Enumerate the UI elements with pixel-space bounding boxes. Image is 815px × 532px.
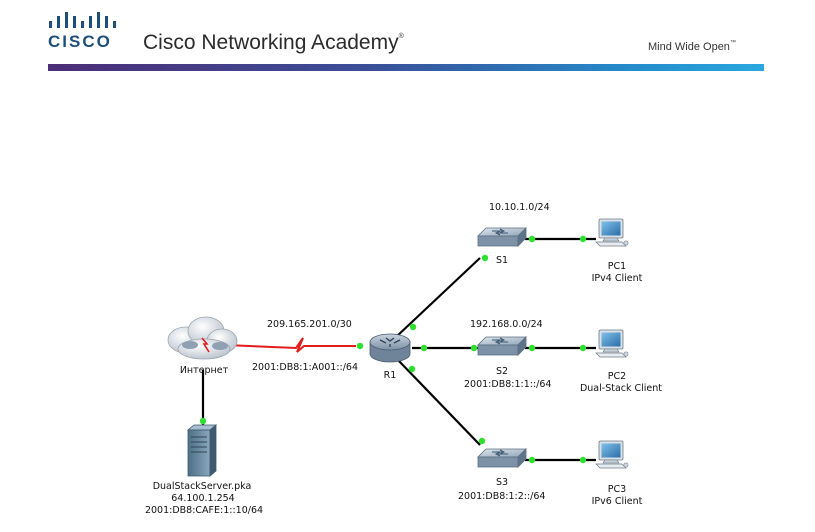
link-light: [528, 344, 536, 352]
registered-mark: ®: [398, 33, 404, 40]
link-r1-s1: [395, 257, 481, 338]
server-ipv4: 64.100.1.254: [171, 493, 234, 504]
pc-icon: [595, 329, 629, 358]
link-light: [356, 342, 364, 350]
cisco-logo-icon: [49, 12, 116, 28]
lan3-ipv6-network: 2001:DB8:1:2::/64: [458, 491, 545, 502]
link-light: [579, 456, 587, 464]
links: [201, 237, 596, 462]
link-lights: [199, 235, 587, 464]
pc-icon: [595, 218, 629, 247]
lan1-network: 10.10.1.0/24: [489, 202, 550, 213]
brand-title-text: Cisco Networking Academy: [143, 31, 399, 54]
link-light: [409, 323, 417, 331]
device-pc3[interactable]: PC3 IPv6 Client: [592, 440, 643, 507]
pc-icon: [595, 440, 629, 469]
pc1-description: IPv4 Client: [592, 273, 643, 284]
cisco-logo-text: CISCO: [48, 32, 112, 51]
link-light: [420, 344, 428, 352]
device-s1[interactable]: S1: [477, 227, 527, 266]
trademark-mark: ™: [729, 40, 736, 46]
link-light: [579, 235, 587, 243]
cloud-icon: [167, 316, 238, 360]
wan-ipv4-network: 209.165.201.0/30: [267, 319, 352, 330]
switch-icon: [477, 227, 527, 247]
s3-label: S3: [496, 477, 508, 488]
r1-label: R1: [384, 370, 397, 381]
link-light: [528, 456, 536, 464]
device-r1[interactable]: R1: [369, 333, 411, 381]
device-pc1[interactable]: PC1 IPv4 Client: [592, 218, 643, 284]
header-gradient-bar: [48, 64, 764, 71]
brand-title: Cisco Networking Academy®: [143, 31, 404, 55]
device-internet[interactable]: Интернет: [167, 316, 238, 376]
link-r1-s3: [397, 359, 481, 446]
brand-tagline: Mind Wide Open™: [648, 40, 736, 53]
link-light: [470, 344, 478, 352]
pc2-description: Dual-Stack Client: [580, 383, 662, 394]
link-light: [408, 365, 416, 373]
internet-label: Интернет: [180, 365, 229, 376]
lan2-ipv6-network: 2001:DB8:1:1::/64: [464, 379, 551, 390]
wan-ipv6-network: 2001:DB8:1:A001::/64: [252, 362, 358, 373]
switch-icon: [477, 448, 527, 468]
pc1-label: PC1: [608, 261, 626, 272]
switch-icon: [477, 336, 527, 356]
device-s2[interactable]: S2: [477, 336, 527, 377]
device-s3[interactable]: S3: [477, 448, 527, 488]
tagline-text: Mind Wide Open: [648, 41, 730, 53]
link-light: [199, 417, 207, 425]
pc3-description: IPv6 Client: [592, 496, 643, 507]
device-server[interactable]: DualStackServer.pka 64.100.1.254 2001:DB…: [145, 424, 263, 516]
s1-label: S1: [496, 255, 508, 266]
page-header: CISCO Cisco Networking Academy® Mind Wid…: [0, 0, 815, 72]
link-light: [481, 254, 489, 262]
server-ipv6: 2001:DB8:CAFE:1::10/64: [145, 505, 263, 516]
device-pc2[interactable]: PC2 Dual-Stack Client: [580, 329, 662, 394]
server-icon: [186, 424, 218, 477]
router-icon: [369, 333, 411, 363]
link-light: [478, 437, 486, 445]
lan2-network: 192.168.0.0/24: [470, 319, 543, 330]
s2-label: S2: [496, 366, 508, 377]
server-name: DualStackServer.pka: [153, 481, 252, 492]
link-light: [528, 235, 536, 243]
link-light: [579, 344, 587, 352]
pc3-label: PC3: [608, 484, 626, 495]
link-internet-r1-serial: [225, 337, 356, 353]
pc2-label: PC2: [608, 371, 626, 382]
